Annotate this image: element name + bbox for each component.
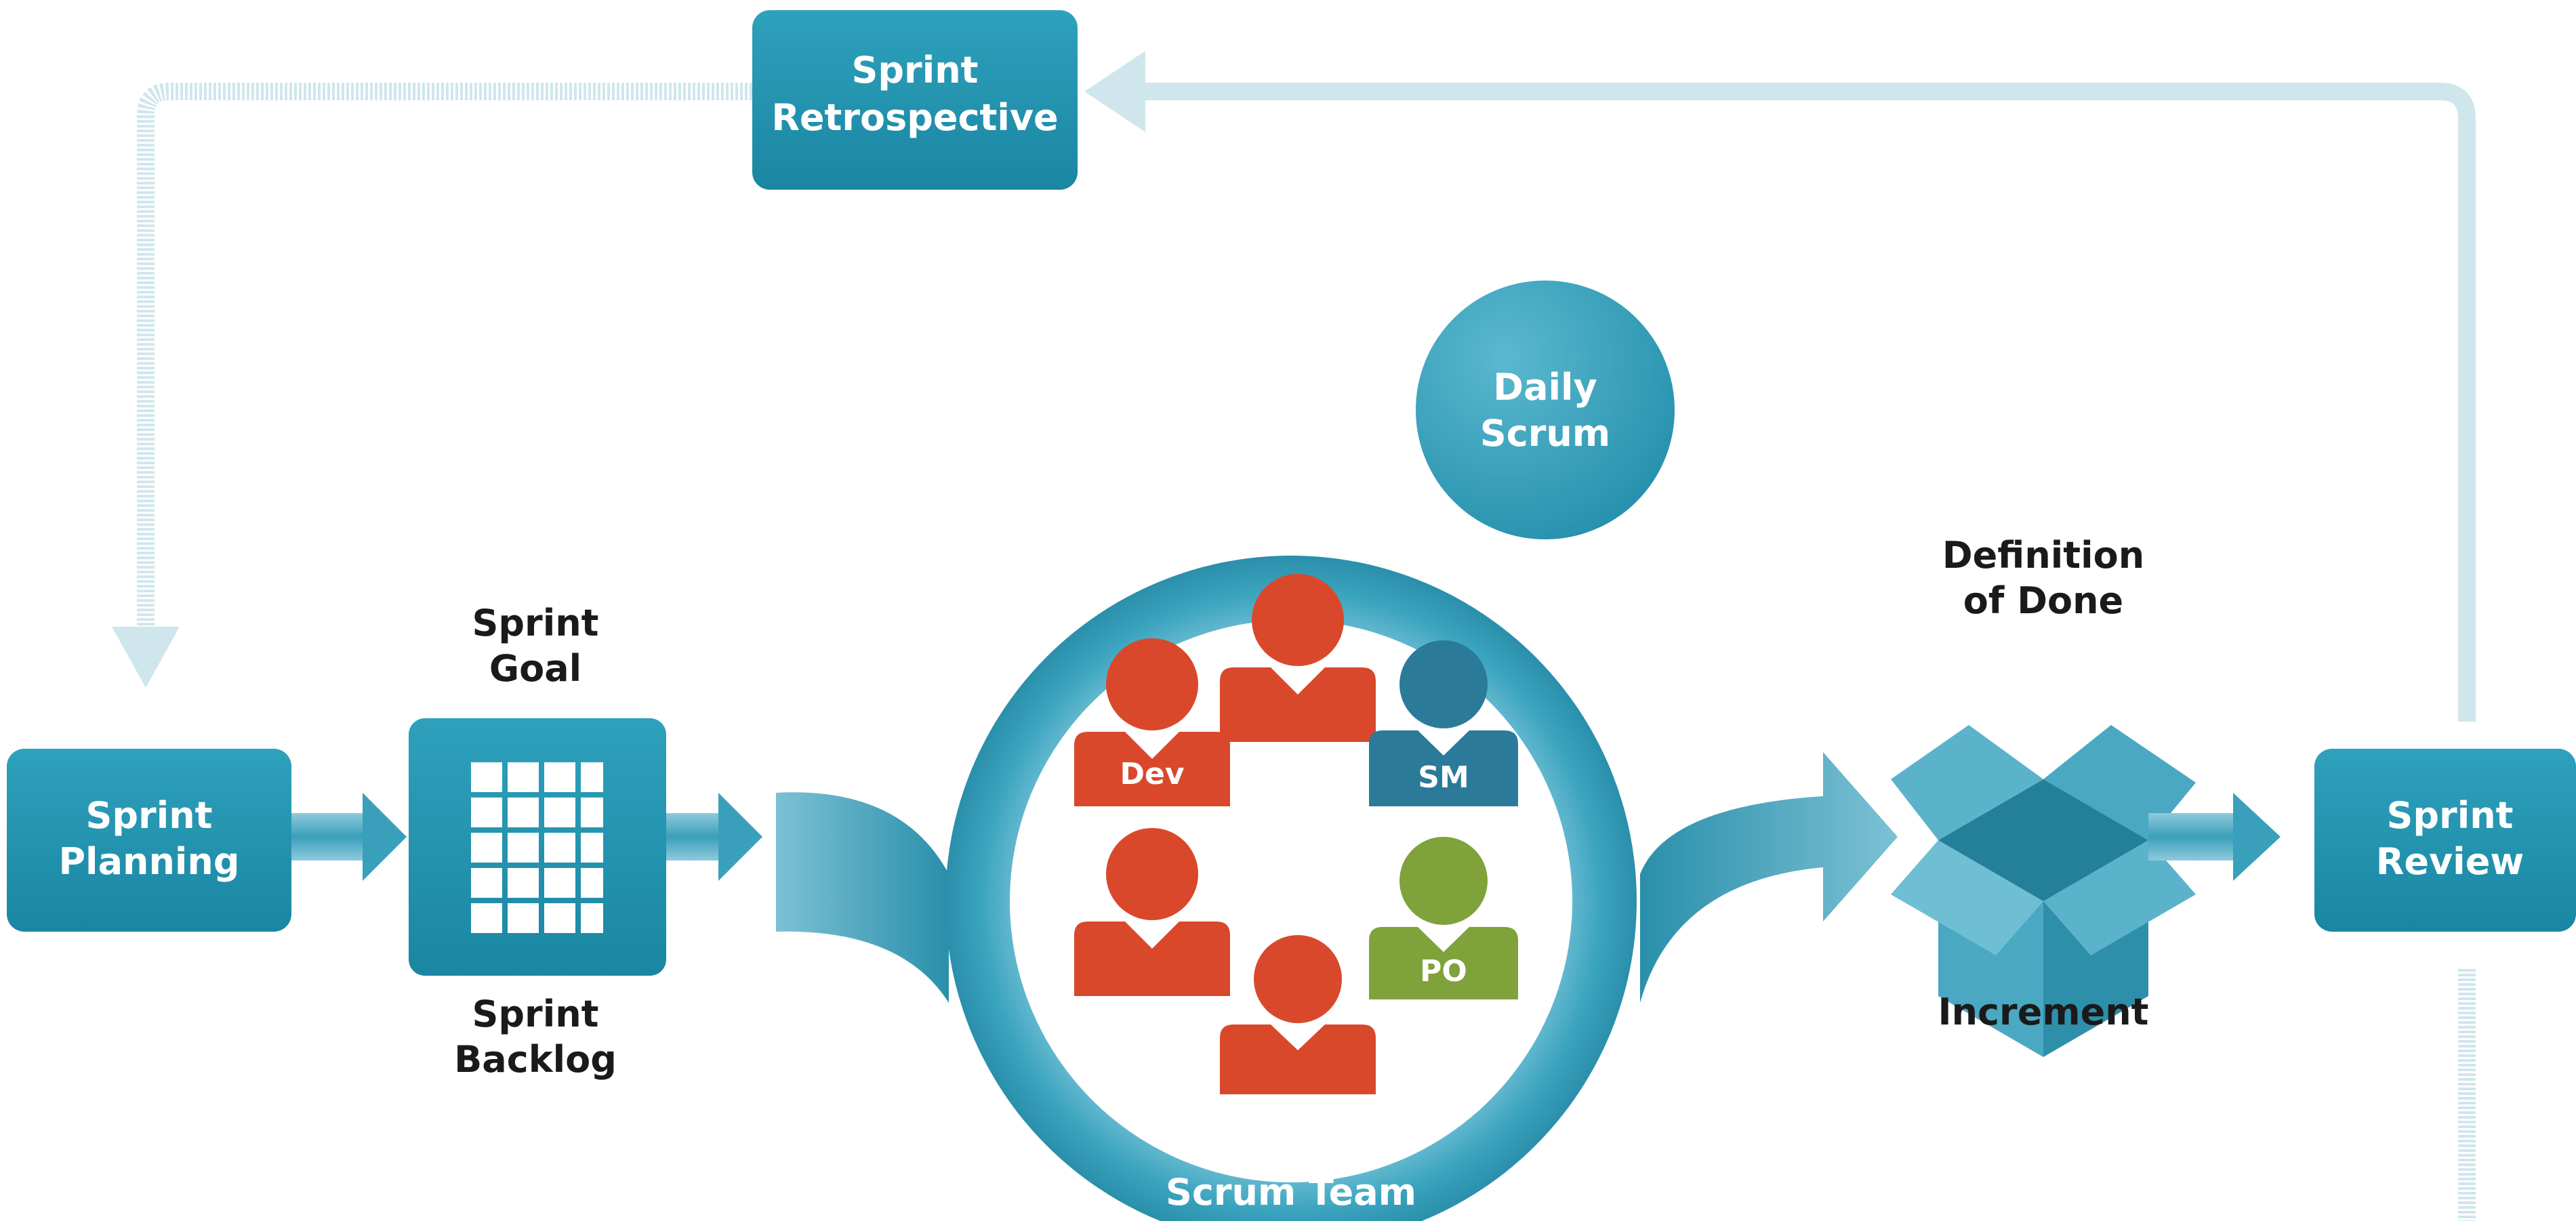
backlog-to-team-arrow xyxy=(666,793,762,881)
daily-scrum-label-line1: Daily xyxy=(1493,366,1597,409)
svg-text:Backlog: Backlog xyxy=(454,1038,617,1081)
role-sm-label: SM xyxy=(1418,760,1469,795)
scrum-team-label: Scrum Team xyxy=(1166,1171,1416,1214)
definition-of-done-label: Definition of Done xyxy=(1942,534,2144,622)
svg-text:Definition: Definition xyxy=(1942,534,2144,577)
person-top-icon xyxy=(1220,574,1376,742)
role-po-label: PO xyxy=(1420,954,1467,989)
svg-text:of Done: of Done xyxy=(1963,579,2123,622)
increment-box-icon xyxy=(1891,725,2196,1057)
svg-text:Sprint: Sprint xyxy=(472,993,599,1035)
sprint-flow-in-arrow xyxy=(776,792,949,1003)
sprint-retrospective-label-line2: Retrospective xyxy=(771,96,1058,139)
sprint-review-label-line2: Review xyxy=(2376,840,2524,883)
sprint-retrospective-box: Sprint Retrospective xyxy=(752,10,1078,190)
sprint-planning-box: Sprint Planning xyxy=(7,749,291,932)
svg-text:Goal: Goal xyxy=(489,647,581,690)
retrospective-to-planning-flow xyxy=(112,83,752,688)
planning-to-backlog-arrow xyxy=(291,793,407,881)
sprint-planning-label-line1: Sprint xyxy=(86,794,213,837)
role-dev-label: Dev xyxy=(1120,757,1184,791)
sprint-goal-label: Sprint Goal xyxy=(472,602,599,690)
review-to-retrospective-flow xyxy=(1084,51,2476,722)
sprint-backlog-label: Sprint Backlog xyxy=(454,993,617,1081)
daily-scrum-label-line2: Scrum xyxy=(1480,412,1610,455)
sprint-review-label-line1: Sprint xyxy=(2387,794,2514,837)
person-po-icon: PO xyxy=(1369,837,1518,999)
increment-to-review-arrow xyxy=(2148,793,2281,881)
backlog-grid-icon xyxy=(471,762,603,933)
person-sm-icon: SM xyxy=(1369,640,1518,806)
sprint-flow-out-arrow xyxy=(1640,752,1898,1003)
sprint-backlog-box xyxy=(409,718,666,976)
svg-text:Sprint: Sprint xyxy=(472,602,599,644)
increment-label: Increment xyxy=(1938,991,2149,1033)
daily-scrum-circle: Daily Scrum xyxy=(1410,275,1680,545)
person-dev-icon: Dev xyxy=(1074,638,1230,806)
sprint-planning-label-line2: Planning xyxy=(58,840,239,883)
sprint-retrospective-label-line1: Sprint xyxy=(852,49,979,91)
person-left-icon xyxy=(1074,828,1230,996)
person-bottom-icon xyxy=(1220,935,1376,1094)
sprint-review-box: Sprint Review xyxy=(2314,749,2576,932)
